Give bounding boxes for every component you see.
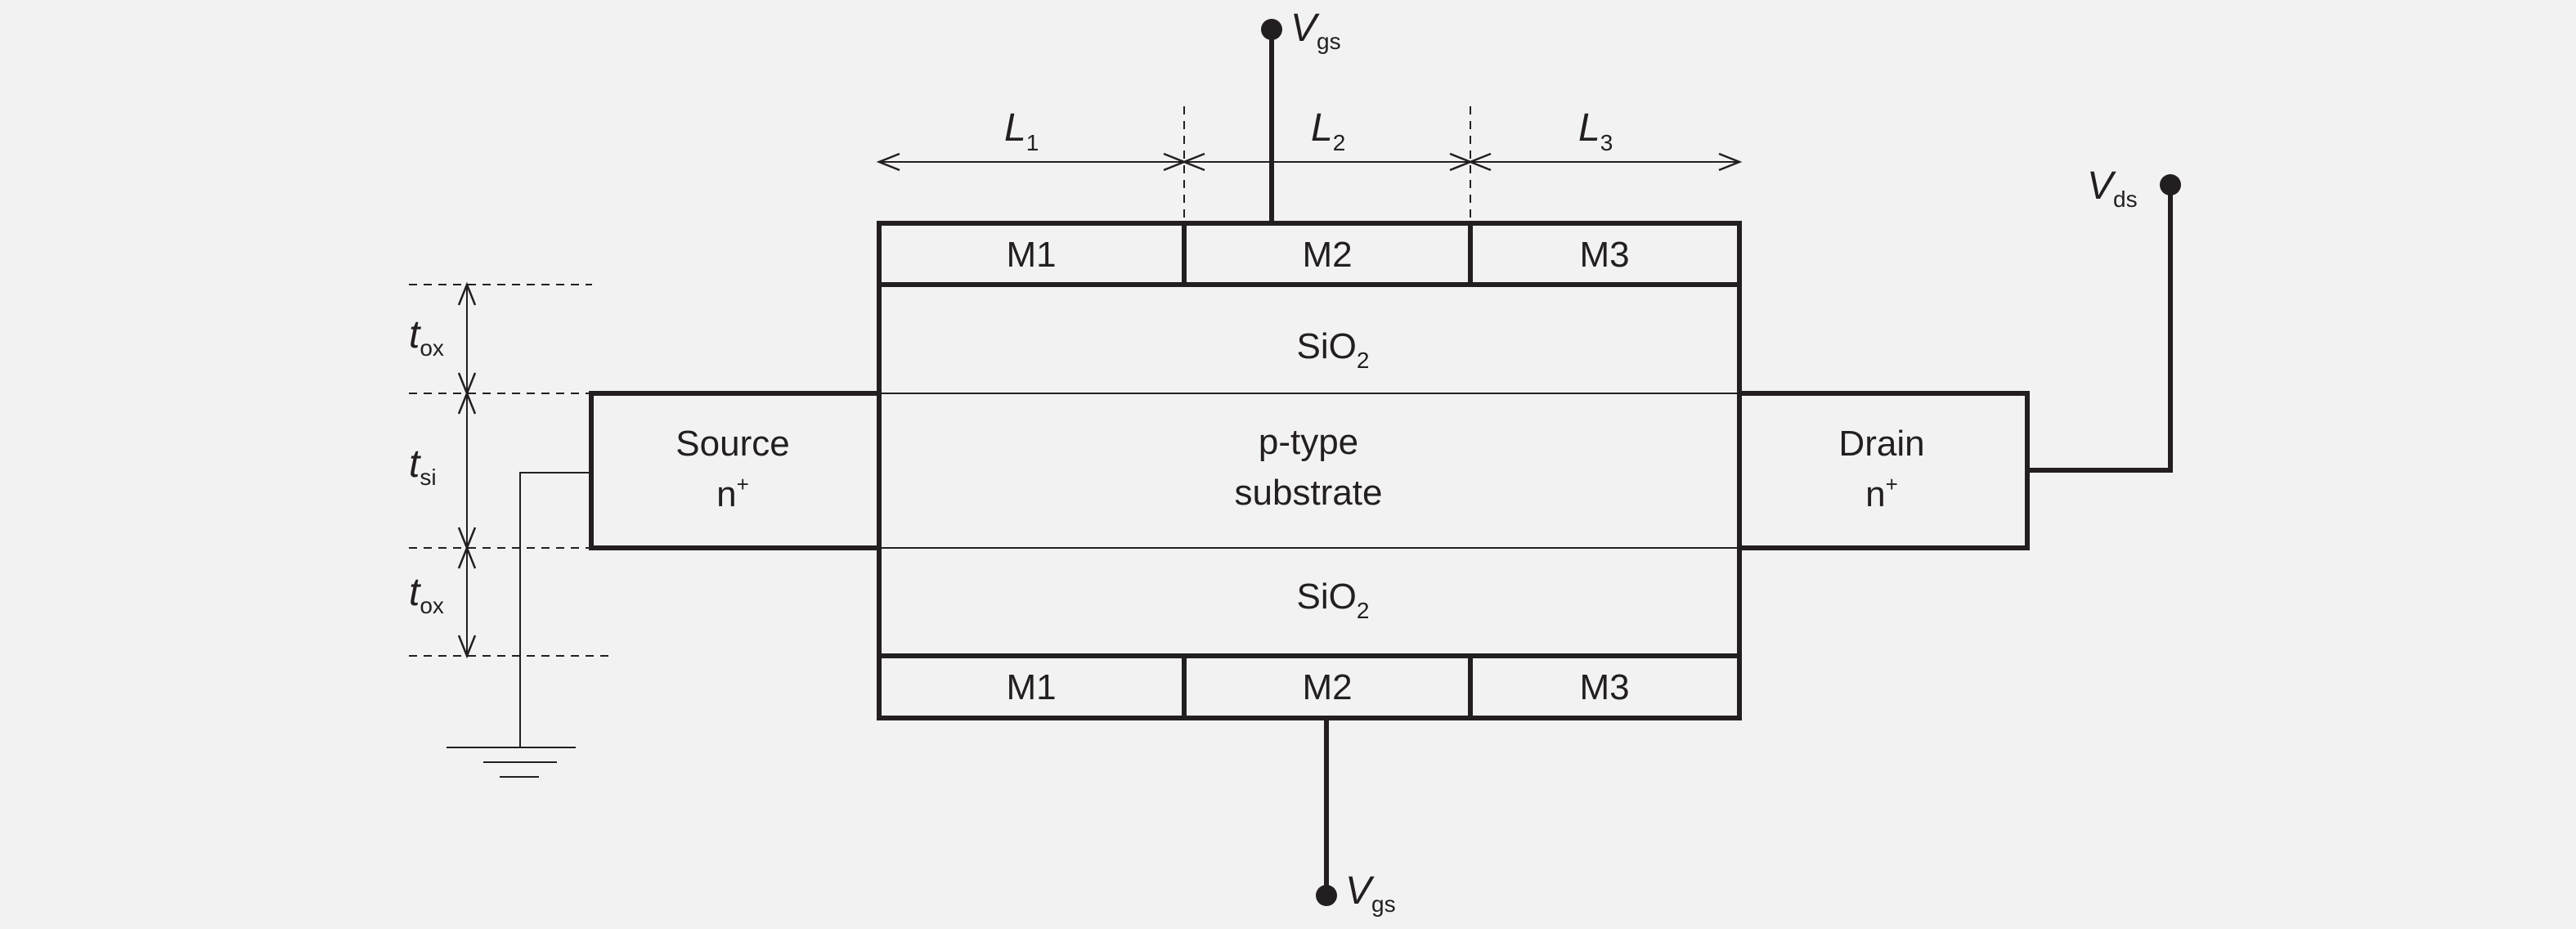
- arrow-tox-top-up: [457, 281, 477, 306]
- drain-region: [1737, 391, 2030, 550]
- bottom-metal-m1-label: M1: [1006, 667, 1056, 707]
- drain-voltage-label: Vds: [2087, 164, 2138, 212]
- arrow-l2-left: [1181, 152, 1205, 172]
- bottom-metal-m3-label: M3: [1579, 667, 1629, 707]
- device-body: [877, 221, 1742, 720]
- bottom-metal-m2-label: M2: [1302, 667, 1352, 707]
- source-ground-wire: [519, 472, 591, 747]
- top-metal-m1-label: M1: [1006, 235, 1056, 275]
- top-metal-m2-label: M2: [1302, 235, 1352, 275]
- arrow-l3-left: [1467, 152, 1492, 172]
- drain-wire: [2027, 185, 2173, 473]
- source-region: [589, 391, 882, 550]
- arrow-tox-bottom-down: [457, 635, 477, 659]
- bottom-oxide-label: SiO2: [1297, 577, 1370, 623]
- drain-doping-label: n+: [1865, 472, 1898, 514]
- source-label: Source: [675, 424, 789, 464]
- arrow-tox-bottom-up: [457, 545, 477, 569]
- drain-label: Drain: [1838, 424, 1924, 464]
- top-oxide-thickness-label: tox: [409, 313, 444, 361]
- substrate-label: substrate: [1235, 473, 1383, 513]
- top-oxide-label: SiO2: [1297, 326, 1370, 373]
- arrow-left-end: [876, 152, 900, 172]
- bottom-gate-voltage-label: Vgs: [1345, 869, 1396, 917]
- bottom-oxide-thickness-label: tox: [409, 571, 444, 618]
- length-label-l2: L2: [1311, 106, 1345, 155]
- top-metal-m3-label: M3: [1579, 235, 1629, 275]
- length-label-l3: L3: [1578, 106, 1613, 155]
- top-gate-terminal: [1261, 19, 1282, 40]
- arrow-tsi-up: [457, 390, 477, 415]
- drain-terminal: [2160, 174, 2181, 195]
- bottom-gate-terminal: [1316, 885, 1337, 906]
- silicon-thickness-label: tsi: [409, 442, 437, 490]
- substrate-type-label: p-type: [1259, 422, 1358, 462]
- top-gate-voltage-label: Vgs: [1290, 7, 1341, 54]
- length-label-l1: L1: [1004, 106, 1039, 155]
- arrow-right-end: [1718, 152, 1743, 172]
- source-doping-label: n+: [716, 472, 749, 514]
